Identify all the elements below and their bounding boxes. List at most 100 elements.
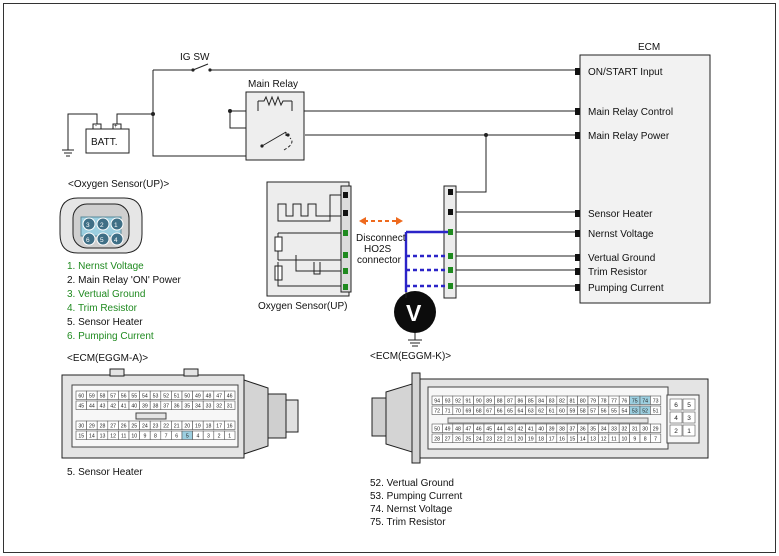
- pin-label: 30: [642, 427, 648, 433]
- pin-label: 1: [687, 428, 691, 435]
- pin-label: 24: [476, 437, 482, 443]
- pin-label: 41: [121, 404, 127, 410]
- ecm-pin-main-relay-power: Main Relay Power: [588, 131, 670, 142]
- pin-label: 15: [78, 434, 84, 440]
- pin-label: 75: [632, 399, 638, 405]
- pin-label: 18: [206, 424, 212, 430]
- pin-label: 48: [455, 427, 461, 433]
- pin-label: 55: [611, 409, 617, 415]
- pin-label: 25: [131, 424, 137, 430]
- pin-label: 52: [163, 394, 169, 400]
- pin-label: 78: [601, 399, 607, 405]
- pin-label: 84: [538, 399, 544, 405]
- pin-label: 66: [497, 409, 503, 415]
- ecm-pin-main-relay-control: Main Relay Control: [588, 107, 673, 118]
- pin-label: 14: [89, 434, 95, 440]
- ecm-title: ECM: [638, 42, 660, 53]
- disconnect-line-3: connector: [357, 255, 402, 266]
- ecm-k-note: 53. Pumping Current: [370, 491, 462, 502]
- pin-label: 58: [100, 394, 106, 400]
- pin-label: 3: [687, 415, 691, 422]
- pin-label: 42: [518, 427, 524, 433]
- pin-label: 5: [687, 402, 691, 409]
- pin-label: 13: [590, 437, 596, 443]
- pin-label: 87: [507, 399, 513, 405]
- power-wiring: - +: [62, 63, 575, 157]
- o2-legend: 1. Nernst Voltage 2. Main Relay 'ON' Pow…: [67, 261, 182, 342]
- pin-label: 32: [622, 427, 628, 433]
- pin-label: 8: [644, 437, 647, 443]
- pin-label: 40: [538, 427, 544, 433]
- pin-label: 46: [476, 427, 482, 433]
- pin-label: 20: [518, 437, 524, 443]
- pin-label: 32: [216, 404, 222, 410]
- battery-label: BATT.: [91, 137, 117, 148]
- pin-label: 16: [559, 437, 565, 443]
- pin-label: 34: [195, 404, 201, 410]
- pin-label: 27: [445, 437, 451, 443]
- pin-label: 8: [154, 434, 157, 440]
- pin-label: 89: [486, 399, 492, 405]
- main-relay-symbol: [245, 91, 305, 161]
- ecm-box: [579, 54, 711, 304]
- ecm-k-connector-body: [371, 372, 709, 464]
- pin-label: 39: [142, 404, 148, 410]
- pin-label: 53: [632, 409, 638, 415]
- pin-label: 33: [611, 427, 617, 433]
- o2-legend-item: 4. Trim Resistor: [67, 303, 138, 314]
- pin-label: 38: [153, 404, 159, 410]
- o2-connector-title: <Oxygen Sensor(UP)>: [68, 179, 169, 190]
- pin-label: 49: [445, 427, 451, 433]
- pin-label: 53: [153, 394, 159, 400]
- pin-label: 7: [165, 434, 168, 440]
- ecm-a-connector-body: [61, 368, 299, 459]
- pin-label: 46: [227, 394, 233, 400]
- pin-cell: [682, 424, 696, 437]
- pin-label: 94: [434, 399, 440, 405]
- pin-label: 2: [674, 428, 678, 435]
- ecm-pin-sensor-heater: Sensor Heater: [588, 209, 653, 220]
- pin-label: 51: [174, 394, 180, 400]
- ecm-a-note: 5. Sensor Heater: [67, 467, 143, 478]
- pin-label: 50: [184, 394, 190, 400]
- pin-label: 90: [476, 399, 482, 405]
- pin-label: 47: [216, 394, 222, 400]
- pin-label: 10: [131, 434, 137, 440]
- svg-text:+: +: [114, 124, 118, 130]
- main-relay-label: Main Relay: [248, 79, 298, 90]
- pin-label: 56: [601, 409, 607, 415]
- pin-label: 44: [89, 404, 95, 410]
- pin-label: 59: [89, 394, 95, 400]
- pin-label: 49: [195, 394, 201, 400]
- pin-label: 48: [206, 394, 212, 400]
- pin-label: 60: [559, 409, 565, 415]
- ecm-pin-vertual-ground: Vertual Ground: [588, 253, 655, 264]
- disconnect-line-1: Disconnect: [356, 233, 406, 244]
- pin-label: 82: [559, 399, 565, 405]
- ecm-pin-nernst-voltage: Nernst Voltage: [588, 229, 654, 240]
- ecm-pin-on-start: ON/START Input: [588, 67, 663, 78]
- o2-connector-pins: [82, 217, 124, 246]
- pin-label: 9: [143, 434, 146, 440]
- o2-pin-2: 2: [100, 222, 104, 229]
- pin-label: 64: [518, 409, 524, 415]
- o2-legend-item: 6. Pumping Current: [67, 331, 154, 342]
- pin-label: 54: [622, 409, 628, 415]
- pin-label: 68: [476, 409, 482, 415]
- pin-label: 41: [528, 427, 534, 433]
- pin-cell: [650, 433, 662, 443]
- pin-label: 80: [580, 399, 586, 405]
- pin-label: 43: [507, 427, 513, 433]
- voltmeter-icon: [394, 291, 436, 347]
- pin-label: 12: [110, 434, 116, 440]
- pin-label: 57: [110, 394, 116, 400]
- pin-label: 45: [78, 404, 84, 410]
- pin-label: 85: [528, 399, 534, 405]
- o2-legend-item: 2. Main Relay 'ON' Power: [67, 275, 182, 286]
- pin-cell: [682, 411, 696, 424]
- pin-cell: [650, 405, 662, 415]
- pin-label: 23: [153, 424, 159, 430]
